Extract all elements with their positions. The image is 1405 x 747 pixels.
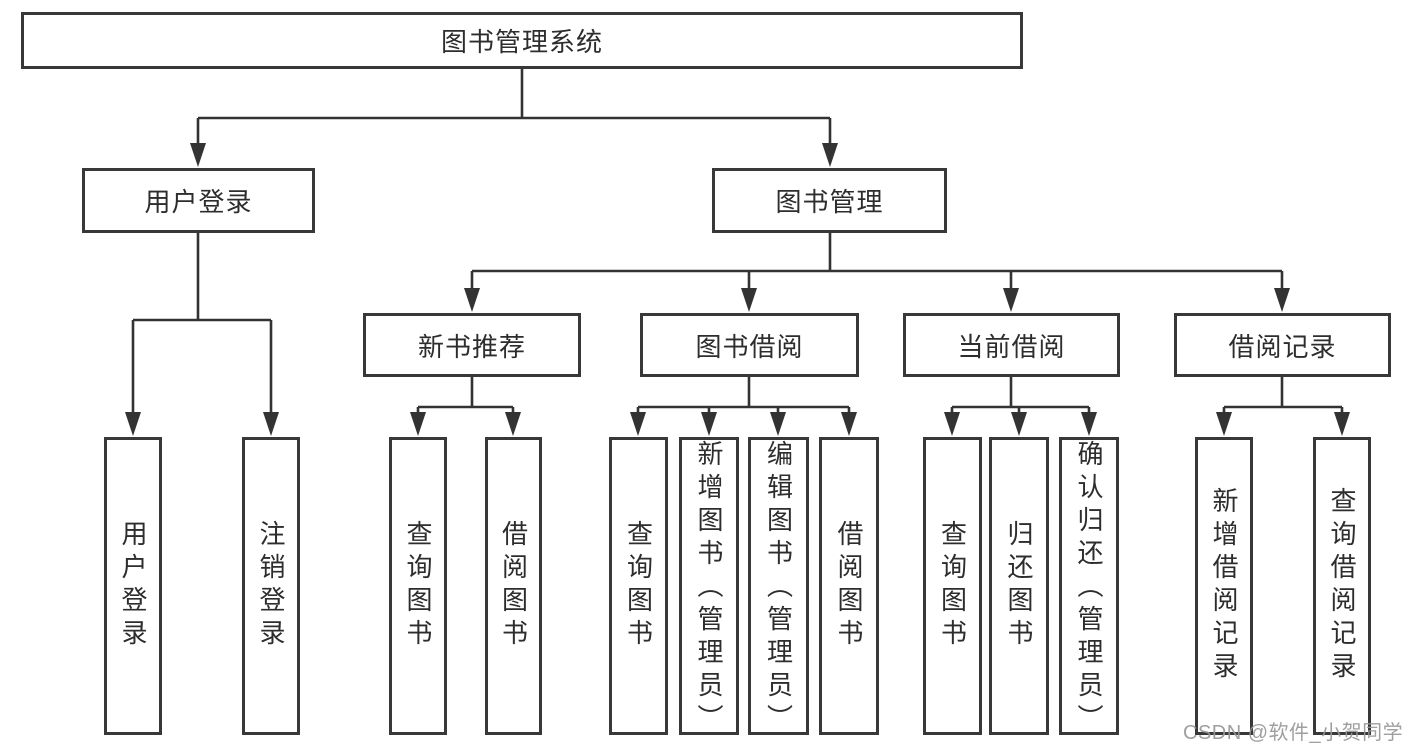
node-book-management: 图书管理 [712, 168, 947, 233]
node-leaf-query-books-borrowing: 查询图书 [609, 437, 668, 735]
watermark: CSDN @软件_小贺同学 [1183, 722, 1404, 744]
node-user-login: 用户登录 [82, 168, 315, 233]
node-leaf-query-books-current: 查询图书 [923, 437, 982, 735]
arrowheads [125, 143, 1350, 436]
node-leaf-return-books: 归还图书 [989, 437, 1049, 735]
node-leaf-logout: 注销登录 [242, 437, 300, 735]
node-leaf-borrow-books: 借阅图书 [819, 437, 879, 735]
connector-segments [131, 69, 1344, 414]
node-current-borrowing: 当前借阅 [903, 313, 1120, 377]
node-leaf-add-borrow-record: 新增借阅记录 [1195, 437, 1253, 735]
node-root-library-management-system: 图书管理系统 [21, 12, 1023, 69]
node-leaf-user-login: 用户登录 [104, 437, 162, 735]
node-leaf-borrow-books-recommend: 借阅图书 [485, 437, 542, 735]
node-leaf-confirm-return-admin: 确认归还（管理员） [1059, 437, 1119, 737]
node-borrowing-records: 借阅记录 [1174, 313, 1391, 377]
node-new-book-recommendation: 新书推荐 [363, 313, 581, 377]
node-leaf-edit-books-admin: 编辑图书（管理员） [748, 437, 809, 737]
node-leaf-query-borrow-record: 查询借阅记录 [1313, 437, 1371, 735]
node-book-borrowing: 图书借阅 [640, 313, 859, 377]
node-leaf-add-books-admin: 新增图书（管理员） [679, 437, 739, 737]
node-leaf-query-books-recommend: 查询图书 [389, 437, 447, 735]
